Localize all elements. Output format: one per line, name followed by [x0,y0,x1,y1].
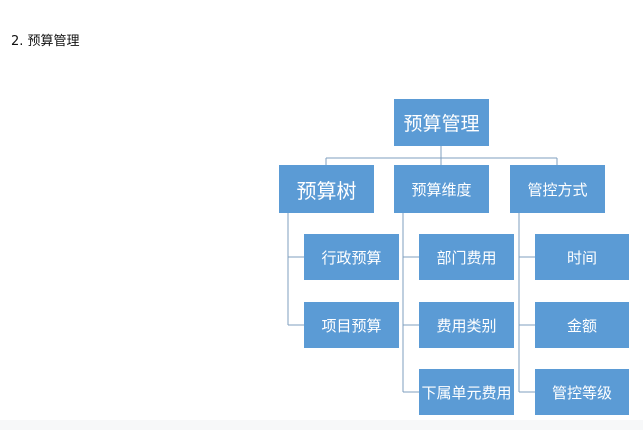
leaf-node-amount: 金额 [535,302,629,348]
section-heading: 2. 预算管理 [11,34,80,49]
leaf-node-admin-budget: 行政预算 [304,234,399,280]
leaf-node-project-budget: 项目预算 [304,302,399,348]
leaf-node-subunit-expense: 下属单元费用 [419,369,514,415]
branch-node-budget-tree: 预算树 [279,165,374,213]
branch-node-budget-dimension: 预算维度 [394,165,489,213]
leaf-node-time: 时间 [535,234,629,280]
root-node: 预算管理 [394,99,489,146]
leaf-node-control-level: 管控等级 [535,369,629,415]
bottom-divider [0,420,643,430]
leaf-node-expense-category: 费用类别 [419,302,514,348]
leaf-node-department-expense: 部门费用 [419,234,514,280]
branch-node-control-method: 管控方式 [510,165,605,213]
